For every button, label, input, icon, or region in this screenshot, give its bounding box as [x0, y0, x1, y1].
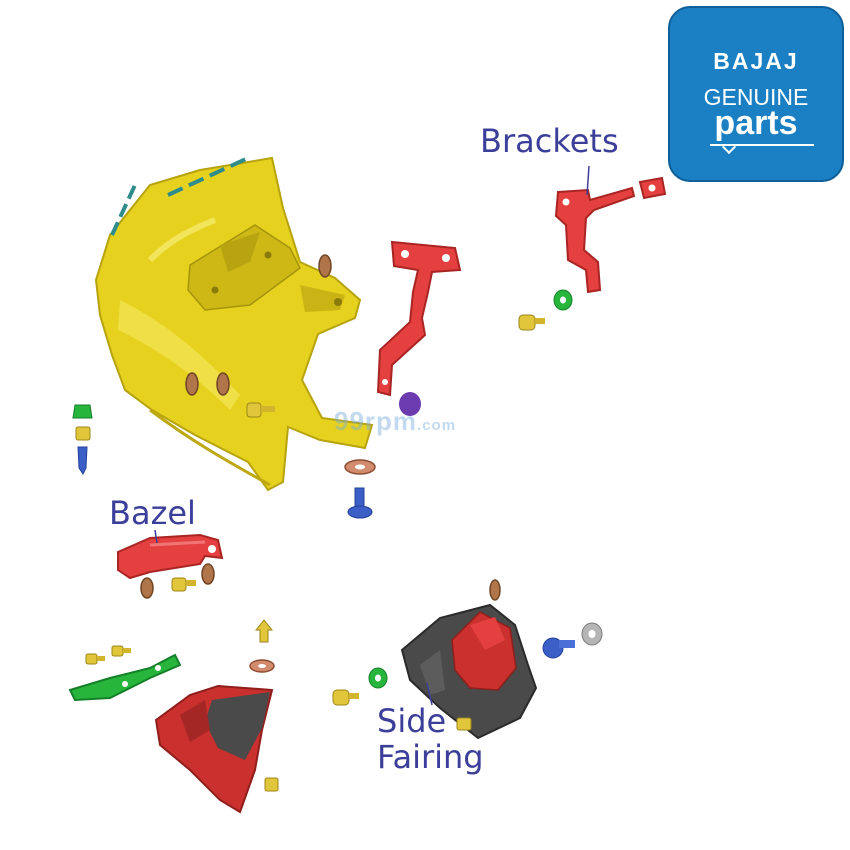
watermark-suffix: .com [417, 417, 457, 434]
bolt [85, 653, 105, 665]
blue-pin [77, 446, 88, 475]
lower-trim-strip [68, 653, 182, 702]
spacer [75, 426, 91, 441]
lower-side-fairing [154, 684, 274, 814]
fastener-group [72, 254, 603, 792]
washer [355, 464, 365, 470]
clip [216, 372, 230, 396]
watermark-main: 99rpm [334, 406, 418, 436]
mounting-bracket-left [376, 240, 462, 397]
clip [185, 372, 199, 396]
side-fairing-part [400, 603, 538, 740]
clip [489, 579, 501, 601]
logo-line-genuine: GENUINE [703, 84, 809, 110]
mounting-bracket-right [554, 176, 667, 294]
label-brackets: Brackets [480, 122, 619, 160]
bolt [246, 402, 275, 418]
bolt [171, 577, 196, 592]
watermark: 99rpm.com [334, 406, 456, 437]
clip [318, 254, 332, 278]
label-bazel: Bazel [109, 494, 196, 532]
bolt [332, 689, 359, 706]
leader-lines [154, 165, 590, 706]
front-fairing [94, 156, 374, 492]
bajaj-genuine-parts-logo: BAJAJ GENUINE parts [668, 6, 844, 182]
clip [201, 563, 215, 585]
push-pin [254, 619, 274, 643]
logo-line-parts: parts [714, 104, 798, 142]
washer [258, 664, 266, 668]
green-clip [72, 404, 93, 419]
blue-screw [347, 487, 373, 519]
rubber-grommet [399, 392, 421, 416]
logo-underline [710, 144, 814, 146]
spacer [456, 717, 472, 731]
spacer [264, 777, 279, 792]
blue-bolt [542, 637, 575, 659]
bolt [111, 645, 131, 657]
bolt [518, 314, 545, 331]
bazel-part [117, 533, 224, 580]
logo-line-brand: BAJAJ [713, 48, 799, 74]
label-side-fairing: Side Fairing [377, 702, 484, 776]
trim-strip-dashes [110, 156, 249, 236]
clip [140, 577, 154, 599]
